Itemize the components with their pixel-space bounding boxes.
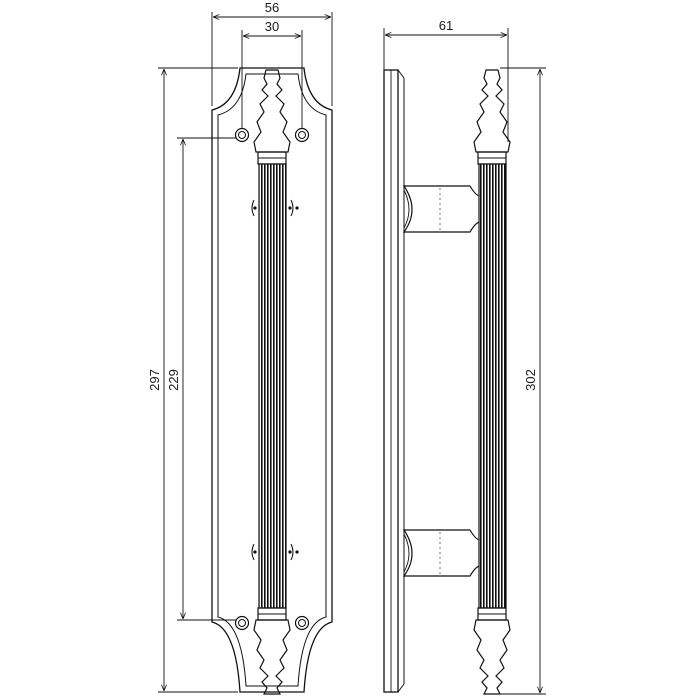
front-view — [211, 67, 333, 695]
front-backplate-bevel — [217, 73, 327, 687]
front-backplate-outline — [211, 67, 333, 693]
screw-hole-bottom-right — [294, 615, 310, 631]
front-fluted-grip — [258, 163, 287, 609]
dim-label-302: 302 — [523, 369, 538, 391]
side-finial-bottom — [473, 619, 511, 695]
dim-overall-height: 302 — [500, 67, 546, 695]
dim-label-297: 297 — [147, 369, 162, 391]
front-standoff-top — [251, 199, 299, 217]
screw-hole-top-left — [234, 127, 250, 143]
side-finial-top — [473, 69, 511, 153]
screw-hole-bottom-left — [234, 615, 250, 631]
dim-front-width-inner: 30 — [241, 19, 303, 128]
dim-front-width-outer: 56 — [211, 0, 333, 106]
dim-label-229: 229 — [166, 369, 181, 391]
screw-hole-top-right — [294, 127, 310, 143]
side-standoff-top — [402, 185, 487, 233]
side-view — [383, 69, 511, 695]
dim-label-30: 30 — [265, 19, 279, 34]
front-finial-top — [253, 69, 291, 153]
dim-plate-height: 297 — [147, 67, 238, 693]
dim-label-56: 56 — [265, 0, 279, 15]
side-standoff-bottom — [402, 529, 487, 577]
dim-side-depth: 61 — [383, 18, 509, 142]
dim-fixing-centres: 229 — [166, 137, 236, 621]
dim-label-61: 61 — [439, 18, 453, 33]
front-finial-bottom — [253, 619, 291, 695]
side-fluted-grip — [478, 163, 507, 609]
front-standoff-bottom — [251, 543, 299, 561]
